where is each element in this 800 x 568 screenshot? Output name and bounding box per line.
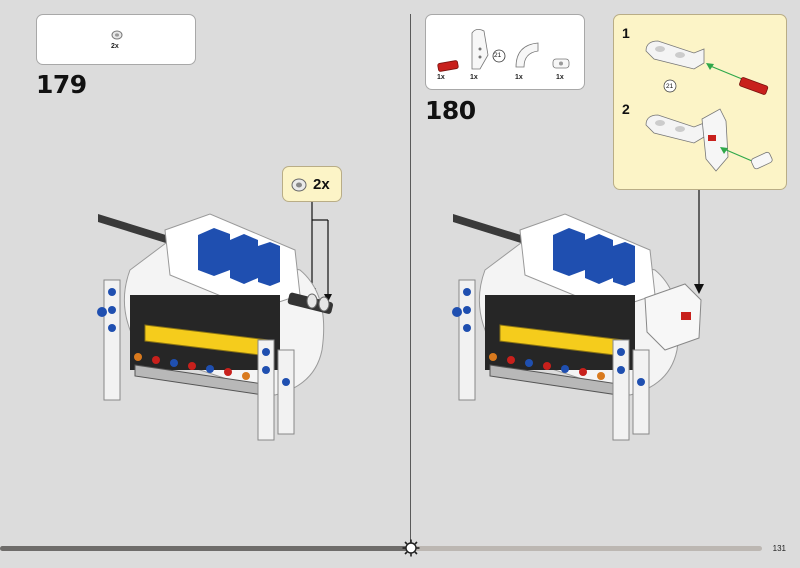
part-number-badge — [492, 49, 506, 63]
parts-list-box-180: 1x 1x 21 1x 1x — [425, 14, 585, 90]
bush-part-icon — [111, 30, 123, 40]
sub-steps-callout: 1 21 2 — [613, 14, 787, 190]
bush-part-icon — [291, 178, 307, 192]
white-curved-panel-icon — [515, 42, 539, 68]
sub-step-1-illustration — [645, 40, 769, 95]
page-number: 131 — [772, 544, 786, 553]
part-qty: 2x — [111, 43, 119, 50]
sub-step-number-2: 2 — [622, 101, 630, 117]
red-axle-pin-icon — [437, 60, 459, 72]
part-qty: 1x — [437, 74, 445, 81]
sub-step-2-illustration — [645, 108, 773, 172]
model-assembly-179 — [97, 213, 334, 441]
white-panel-icon — [471, 29, 489, 70]
part-qty: 1x — [515, 74, 523, 81]
step-number-179: 179 — [36, 70, 87, 99]
part-number-label: 21 — [494, 52, 502, 59]
sub-step-1-ref-label: 21 — [666, 83, 674, 90]
progress-fill — [0, 546, 411, 551]
sub-step-number-1: 1 — [622, 25, 630, 41]
step-number-180: 180 — [425, 96, 476, 125]
page-divider — [410, 14, 411, 546]
callout-arrow — [694, 190, 704, 294]
callout-box-179: 2x — [282, 166, 342, 202]
part-qty: 1x — [556, 74, 564, 81]
white-connector-icon — [552, 58, 570, 69]
progress-gear-icon — [402, 539, 420, 557]
callout-qty: 2x — [313, 176, 330, 193]
part-qty: 1x — [470, 74, 478, 81]
parts-list-box-179: 2x — [36, 14, 196, 65]
model-assembly-180 — [452, 213, 702, 441]
